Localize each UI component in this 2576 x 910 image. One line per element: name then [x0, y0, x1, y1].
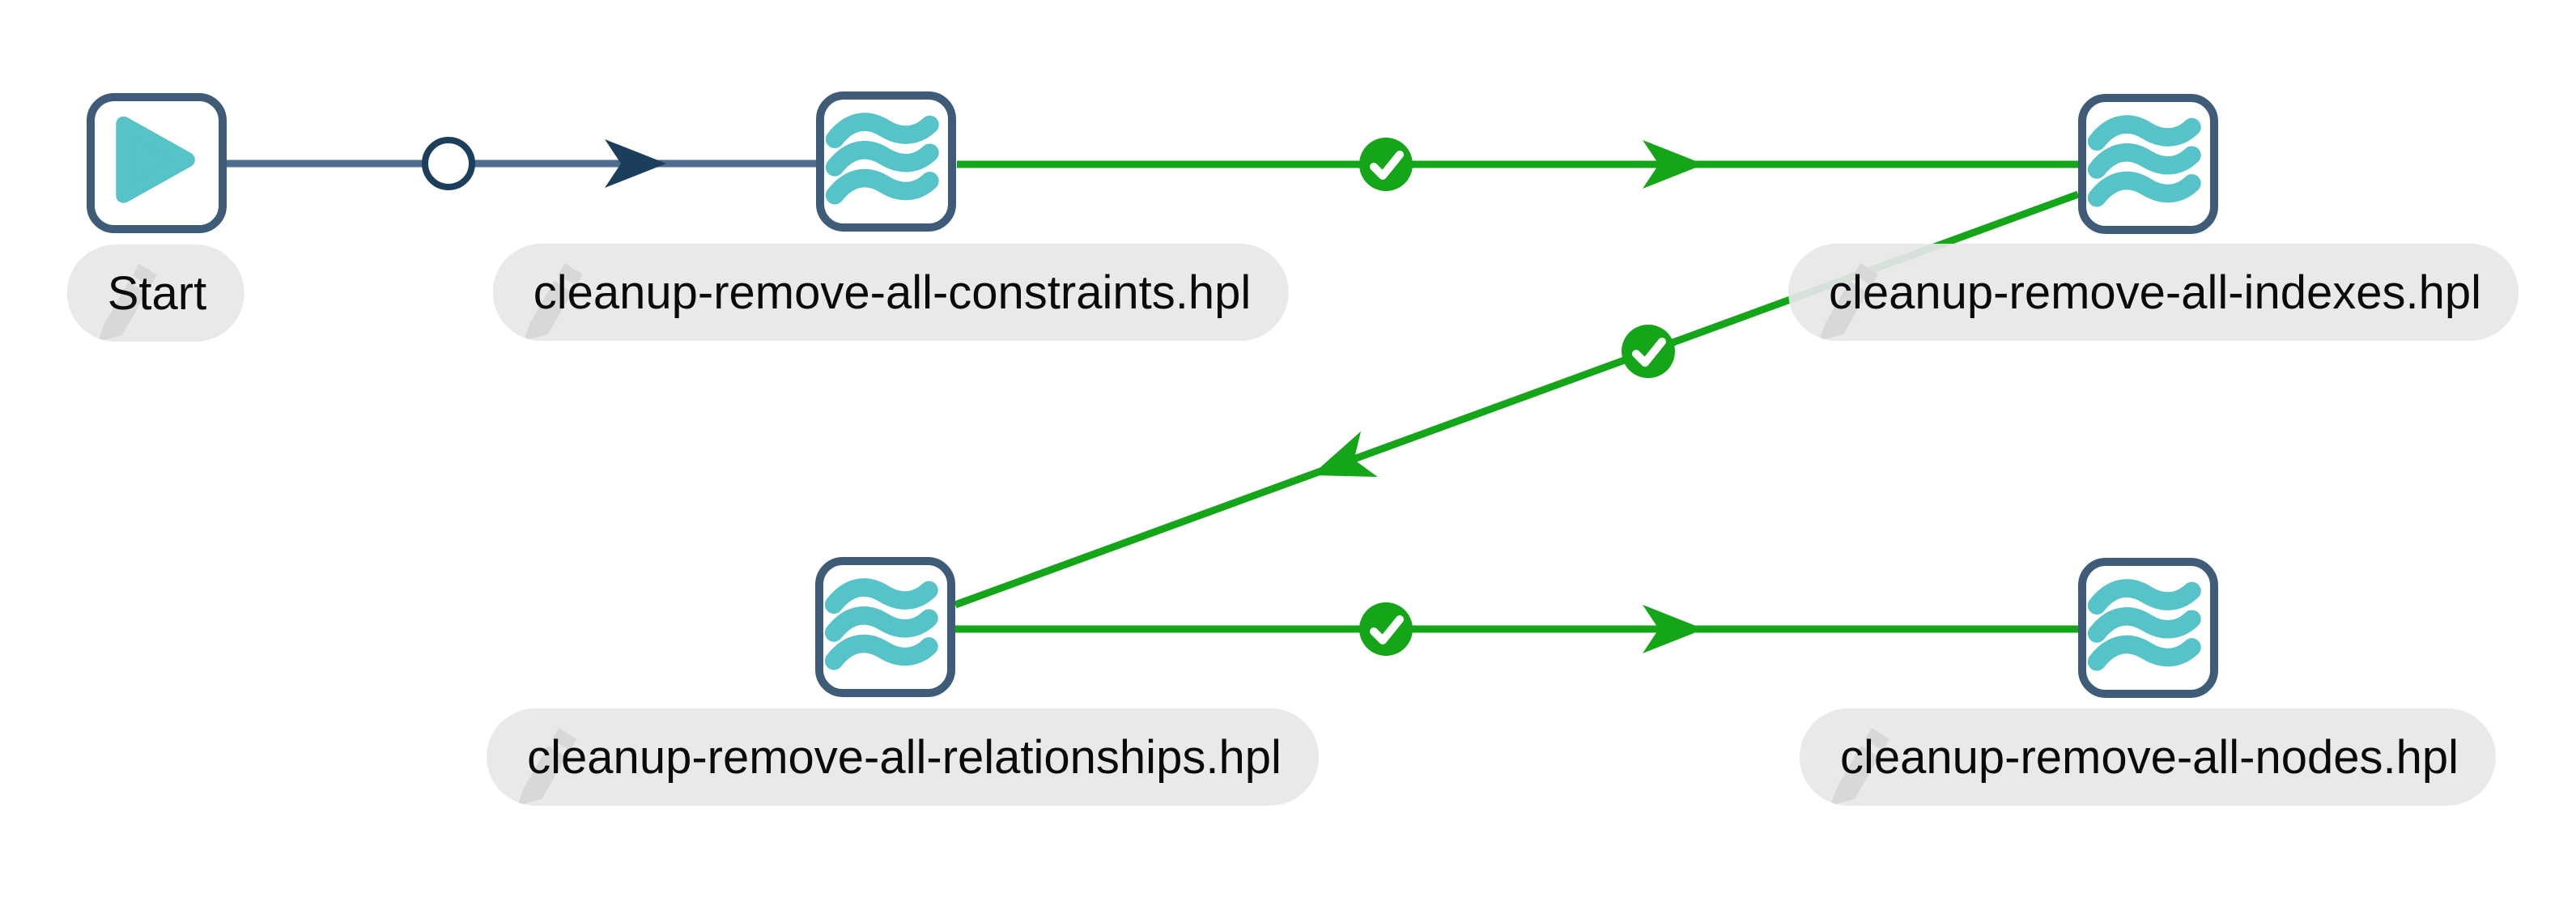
hop-constraints-to-indexes[interactable] — [957, 138, 2078, 191]
hop-start-to-constraints[interactable] — [227, 137, 816, 190]
hop-arrow-icon — [1643, 605, 1704, 653]
action-constraints-button[interactable] — [816, 91, 956, 232]
pencil-edit-icon — [517, 728, 577, 804]
hop-relationships-to-nodes[interactable] — [955, 602, 2079, 656]
pencil-edit-icon — [1830, 728, 1889, 804]
pipeline-waves-icon — [824, 578, 938, 670]
hop-arrow-icon — [605, 139, 666, 188]
pipeline-waves-icon — [2087, 579, 2201, 671]
action-label-nodes[interactable]: cleanup-remove-all-nodes.hpl — [1799, 708, 2497, 806]
action-relationships-button[interactable] — [815, 557, 955, 697]
pipeline-waves-icon — [2087, 115, 2201, 207]
action-start-button[interactable] — [87, 93, 227, 233]
action-label-text: cleanup-remove-all-nodes.hpl — [1839, 730, 2459, 784]
pencil-edit-icon — [524, 263, 583, 339]
action-label-indexes[interactable]: cleanup-remove-all-indexes.hpl — [1788, 244, 2519, 341]
action-label-start[interactable]: Start — [66, 245, 244, 342]
action-label-text: cleanup-remove-all-constraints.hpl — [533, 266, 1252, 319]
hop-success-check-icon[interactable] — [1359, 602, 1413, 656]
action-nodes-button[interactable] — [2078, 558, 2218, 698]
action-label-text: Start — [107, 266, 207, 320]
hop-arrow-icon — [1311, 431, 1378, 478]
action-label-text: cleanup-remove-all-indexes.hpl — [1829, 266, 2481, 319]
hop-arrow-icon — [1643, 140, 1704, 189]
action-label-constraints[interactable]: cleanup-remove-all-constraints.hpl — [492, 244, 1289, 341]
action-indexes-button[interactable] — [2078, 94, 2218, 234]
play-icon — [116, 116, 195, 203]
hop-success-check-icon[interactable] — [1359, 138, 1413, 191]
pencil-edit-icon — [98, 264, 157, 340]
hop-success-check-icon[interactable] — [1622, 325, 1675, 378]
pipeline-waves-icon — [825, 113, 939, 205]
pencil-edit-icon — [1819, 263, 1879, 339]
hop-unconditional-circle-icon[interactable] — [422, 137, 475, 190]
action-label-text: cleanup-remove-all-relationships.hpl — [527, 730, 1282, 784]
action-label-relationships[interactable]: cleanup-remove-all-relationships.hpl — [487, 708, 1319, 806]
